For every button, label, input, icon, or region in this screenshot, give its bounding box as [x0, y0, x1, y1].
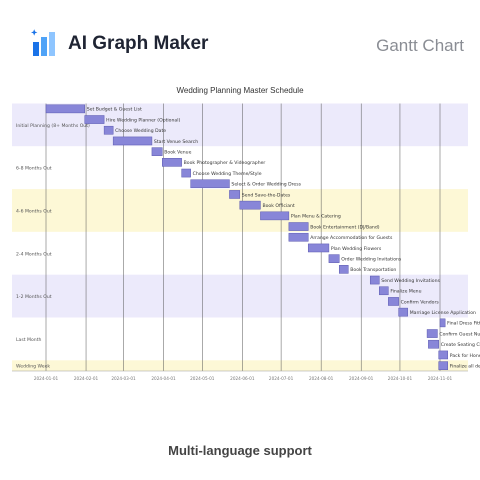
task-bar	[426, 329, 438, 338]
task-label: Finalize Menu	[390, 289, 421, 295]
x-tick-label: 2024-06-01	[230, 376, 255, 381]
task-label: Start Venue Search	[154, 139, 198, 145]
x-tick-label: 2024-04-01	[151, 376, 176, 381]
task-bar	[162, 158, 182, 167]
phase-band	[12, 231, 468, 275]
task-label: Send Wedding Invitations	[381, 278, 440, 284]
task-label: Hire Wedding Planner (Optional)	[106, 117, 180, 123]
x-tick-label: 2024-07-01	[269, 376, 294, 381]
x-tick-label: 2024-09-01	[349, 376, 374, 381]
x-tick-label: 2024-02-01	[74, 376, 99, 381]
task-label: Arrange Accommodation for Guests	[310, 235, 393, 241]
x-tick-label: 2024-05-01	[190, 376, 215, 381]
phase-band	[12, 274, 468, 318]
task-bar	[438, 361, 449, 370]
task-label: Confirm Vendors	[401, 299, 440, 305]
task-bar	[239, 200, 261, 210]
x-tick-label: 2024-11-01	[428, 376, 453, 381]
phase-label: Wedding Week	[16, 364, 50, 370]
task-label: Book Officiant	[262, 203, 294, 209]
phase-label: 2-4 Months Out	[16, 251, 52, 257]
task-bar	[439, 318, 446, 328]
task-bar	[45, 104, 86, 114]
task-bar	[398, 307, 408, 317]
task-bar	[307, 243, 330, 253]
phase-label: Last Month	[16, 337, 42, 343]
task-label: Book Venue	[164, 149, 191, 155]
phase-label: Initial Planning (8+ Months Out)	[16, 123, 90, 129]
task-bar	[260, 211, 290, 221]
task-bar	[190, 179, 230, 189]
task-bar	[338, 265, 349, 274]
x-tick-label: 2024-08-01	[309, 376, 334, 381]
task-label: Create Seating Chart	[441, 342, 480, 348]
phase-band	[12, 360, 468, 371]
header: AI Graph Maker Gantt Chart	[0, 0, 480, 80]
task-label: Final Dress Fitting	[447, 321, 480, 327]
task-label: Book Photographer & Videographer	[184, 160, 266, 166]
x-tick-label: 2024-01-01	[34, 376, 59, 381]
task-label: Choose Wedding Date	[115, 128, 166, 134]
task-label: Finalize all details	[450, 363, 480, 369]
task-label: Order Wedding Invitations	[341, 256, 402, 262]
task-bar	[438, 350, 449, 360]
task-label: Set Budget & Guest List	[87, 107, 142, 113]
x-tick-label: 2024-03-01	[111, 376, 136, 381]
footer-caption: Multi-language support	[168, 443, 312, 458]
chart-type-label: Gantt Chart	[376, 36, 464, 55]
bar-chart-logo-icon	[31, 29, 55, 56]
task-bar	[151, 147, 163, 156]
app-title: AI Graph Maker	[68, 33, 209, 54]
task-bar	[379, 286, 389, 296]
task-label: Plan Wedding Flowers	[331, 246, 382, 252]
task-bar	[288, 222, 309, 231]
task-label: Choose Wedding Theme/Style	[193, 171, 262, 177]
x-tick-label: 2024-10-01	[388, 376, 413, 381]
phase-band	[12, 189, 468, 232]
task-bar	[328, 254, 340, 263]
task-label: Marriage License Application	[410, 310, 476, 316]
task-label: Send Save-the-Dates	[242, 192, 291, 198]
task-bar	[103, 125, 114, 135]
task-bar	[181, 168, 191, 178]
task-label: Plan Menu & Catering	[291, 214, 341, 220]
phase-band	[12, 103, 468, 147]
phase-label: 1-2 Months Out	[16, 294, 52, 300]
phase-band	[12, 317, 468, 361]
task-label: Book Transportation	[350, 267, 396, 273]
task-bar	[84, 115, 105, 124]
task-label: Select & Order Wedding Dress	[231, 182, 301, 188]
task-bar	[428, 339, 439, 349]
task-label: Pack for Honeymoon	[450, 353, 480, 359]
task-bar	[229, 190, 241, 199]
task-bar	[369, 275, 380, 285]
phase-label: 4-6 Months Out	[16, 209, 52, 215]
task-bar	[388, 297, 399, 306]
task-bar	[112, 136, 153, 146]
chart-title: Wedding Planning Master Schedule	[176, 86, 304, 95]
task-label: Book Entertainment (DJ/Band)	[310, 224, 380, 230]
phase-band	[12, 146, 468, 190]
task-label: Confirm Guest Numbers	[439, 331, 480, 337]
task-bar	[288, 232, 309, 242]
phase-label: 6-8 Months Out	[16, 166, 52, 172]
